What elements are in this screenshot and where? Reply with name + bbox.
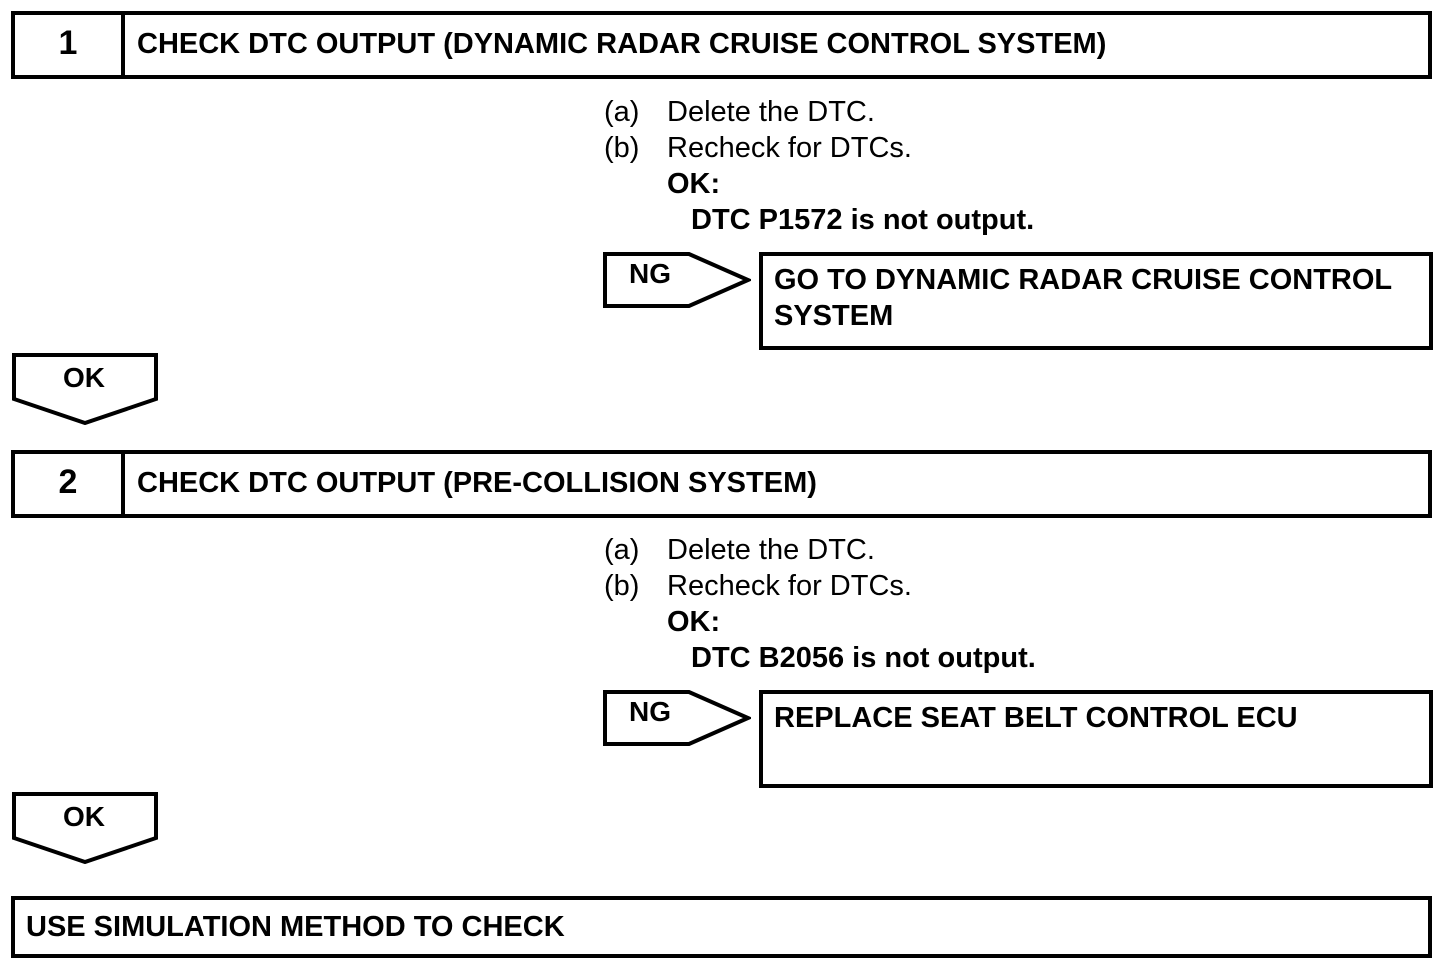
step-1-ng-arrow: NG xyxy=(603,252,751,308)
instruction-text: Recheck for DTCs. xyxy=(667,132,912,164)
instruction-text: Delete the DTC. xyxy=(667,534,875,566)
step-title: CHECK DTC OUTPUT (PRE-COLLISION SYSTEM) xyxy=(137,466,817,499)
ok-condition: DTC B2056 is not output. xyxy=(691,642,1036,674)
ng-action-line: REPLACE SEAT BELT CONTROL ECU xyxy=(774,702,1298,734)
instruction-text: Delete the DTC. xyxy=(667,96,875,128)
ng-action-line: GO TO DYNAMIC RADAR CRUISE CONTROL xyxy=(774,264,1393,296)
ok-condition: DTC P1572 is not output. xyxy=(691,204,1035,236)
step-2-ok-arrow: OK xyxy=(12,792,158,864)
step-1-header: 1 CHECK DTC OUTPUT (DYNAMIC RADAR CRUISE… xyxy=(11,11,1432,79)
step-1-ng-action: GO TO DYNAMIC RADAR CRUISE CONTROL SYSTE… xyxy=(759,252,1433,350)
step-title: CHECK DTC OUTPUT (DYNAMIC RADAR CRUISE C… xyxy=(137,27,1107,60)
step-number: 2 xyxy=(15,454,125,514)
instruction-text: Recheck for DTCs. xyxy=(667,570,912,602)
down-arrow-icon xyxy=(12,353,158,425)
ok-label: OK xyxy=(63,801,105,832)
final-step: USE SIMULATION METHOD TO CHECK xyxy=(11,896,1432,958)
instruction-label: (b) xyxy=(604,132,640,164)
ng-label: NG xyxy=(629,258,671,289)
ok-heading: OK: xyxy=(667,168,721,200)
ng-action-line: SYSTEM xyxy=(774,300,894,332)
ok-label: OK xyxy=(63,362,105,393)
right-arrow-icon xyxy=(603,690,751,746)
step-2-header: 2 CHECK DTC OUTPUT (PRE-COLLISION SYSTEM… xyxy=(11,450,1432,518)
down-arrow-icon xyxy=(12,792,158,864)
instruction-label: (b) xyxy=(604,570,640,602)
instruction-label: (a) xyxy=(604,96,640,128)
ng-label: NG xyxy=(629,696,671,727)
step-2-ng-action: REPLACE SEAT BELT CONTROL ECU xyxy=(759,690,1433,788)
ok-heading: OK: xyxy=(667,606,721,638)
step-1-ok-arrow: OK xyxy=(12,353,158,425)
step-number: 1 xyxy=(15,15,125,75)
step-2-ng-arrow: NG xyxy=(603,690,751,746)
instruction-label: (a) xyxy=(604,534,640,566)
right-arrow-icon xyxy=(603,252,751,308)
